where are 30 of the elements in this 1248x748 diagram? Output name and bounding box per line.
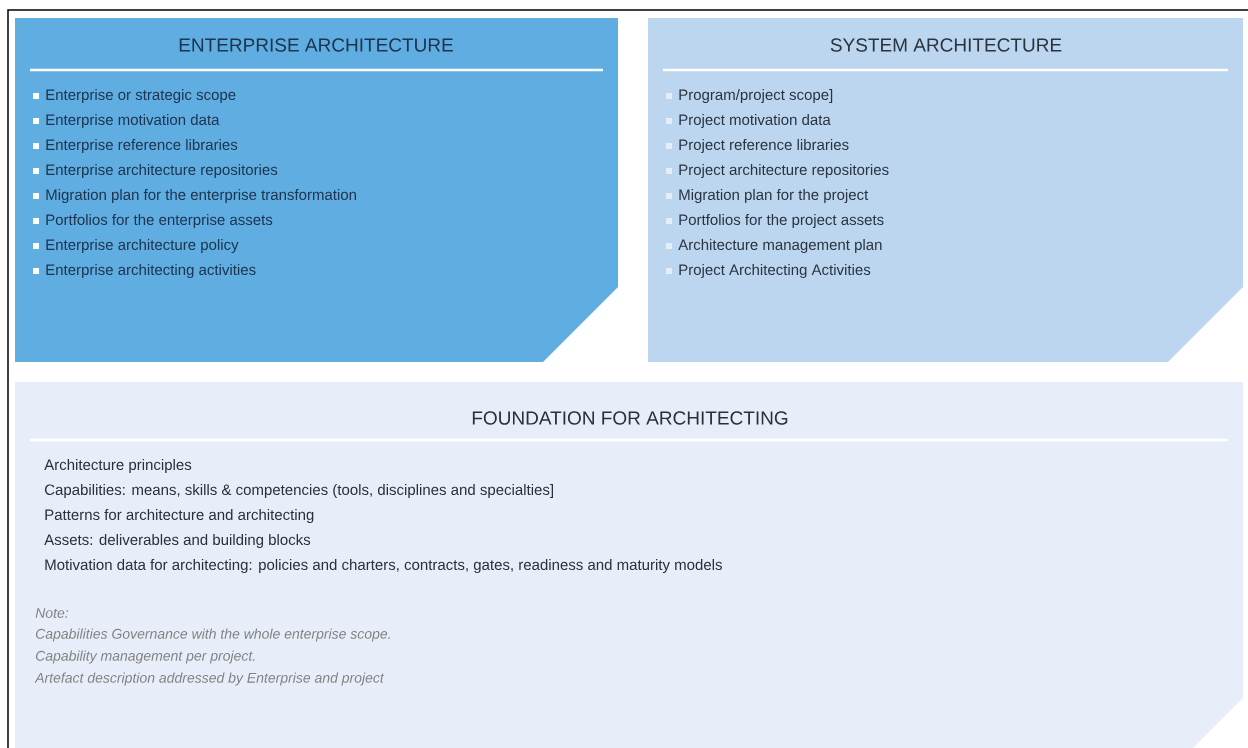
list-item: Enterprise or strategic scope xyxy=(46,89,236,103)
list-item: Project motivation data xyxy=(679,114,831,128)
list-item: Motivation data for architecting: policies and charters, contracts, gates, readiness and maturity models xyxy=(45,559,722,573)
note-text: Capabilities Governance with the whole enterprise scope. xyxy=(35,628,390,642)
heading: SYSTEM ARCHITECTURE xyxy=(830,38,1062,52)
list-item: Patterns for architecture and architecting xyxy=(45,509,314,523)
list-item: Enterprise architecture repositories xyxy=(46,164,278,178)
list-item: Migration plan for the enterprise transformation xyxy=(46,189,356,203)
list-item: Project Architecting Activities xyxy=(679,264,871,278)
list-item: Architecture principles xyxy=(44,459,192,473)
list-item: Assets: deliverables and building blocks xyxy=(44,534,311,548)
list-item: Enterprise architecting activities xyxy=(46,264,256,278)
heading: FOUNDATION FOR ARCHITECTING xyxy=(472,411,788,425)
list-item: Enterprise reference libraries xyxy=(46,139,238,153)
list-item: Capabilities: means, skills & competencies (tools, disciplines and specialties] xyxy=(44,484,553,498)
note-text: Note: xyxy=(35,608,69,618)
list-item: Portfolios for the project assets xyxy=(679,214,884,228)
list-item: Enterprise motivation data xyxy=(46,114,220,128)
list-item: Architecture management plan xyxy=(678,239,882,253)
list-item: Project reference libraries xyxy=(679,139,849,153)
list-item: Program/project scope] xyxy=(679,89,833,103)
list-item: Migration plan for the project xyxy=(679,189,869,203)
heading: ENTERPRISE ARCHITECTURE xyxy=(179,38,453,52)
panel xyxy=(648,18,1243,362)
note-text: Artefact description addressed by Enterprise and project xyxy=(34,672,385,686)
panel xyxy=(15,18,618,362)
list-item: Portfolios for the enterprise assets xyxy=(46,214,273,228)
list-item: Enterprise architecture policy xyxy=(46,239,239,253)
note-text: Capability management per project. xyxy=(35,650,255,664)
list-item: Project architecture repositories xyxy=(679,164,889,178)
